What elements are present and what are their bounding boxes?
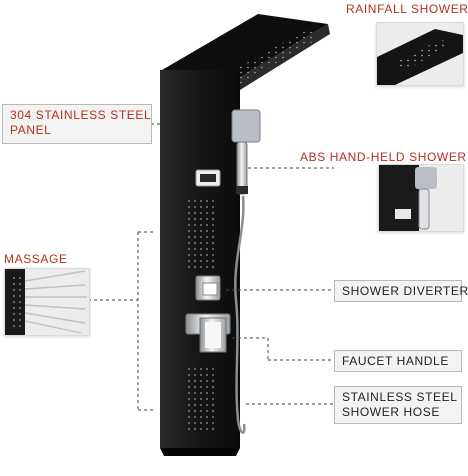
faucet-callout: FAUCET HANDLE — [334, 350, 462, 372]
handheld-shower-label: ABS HAND-HELD SHOWER — [300, 150, 467, 164]
hose-label-line1: STAINLESS STEEL — [342, 390, 458, 404]
steel-panel — [160, 70, 240, 456]
panel-label-line1: 304 STAINLESS STEEL — [10, 108, 152, 122]
diverter-callout: SHOWER DIVERTER — [334, 280, 468, 302]
leader-lines — [88, 123, 334, 411]
faucet-handle-label: FAUCET HANDLE — [342, 354, 449, 368]
inset-massage — [4, 268, 90, 336]
panel-label-line2: PANEL — [10, 123, 52, 137]
hose-callout: STAINLESS STEEL SHOWER HOSE — [334, 386, 462, 424]
handheld-shower — [231, 109, 261, 195]
panel-callout: 304 STAINLESS STEEL PANEL — [2, 104, 152, 144]
shower-diverter-label: SHOWER DIVERTER — [342, 284, 468, 298]
inset-handheld — [378, 164, 464, 232]
hose-label-line2: SHOWER HOSE — [342, 405, 440, 419]
rainfall-shower-label: RAINFALL SHOWER — [346, 2, 468, 16]
massage-label: MASSAGE — [4, 252, 68, 266]
inset-rainfall — [376, 22, 464, 86]
temperature-display — [195, 169, 221, 187]
faucet-handle-knob — [185, 313, 231, 353]
shower-hose — [234, 195, 246, 434]
diverter-knob — [195, 275, 221, 301]
